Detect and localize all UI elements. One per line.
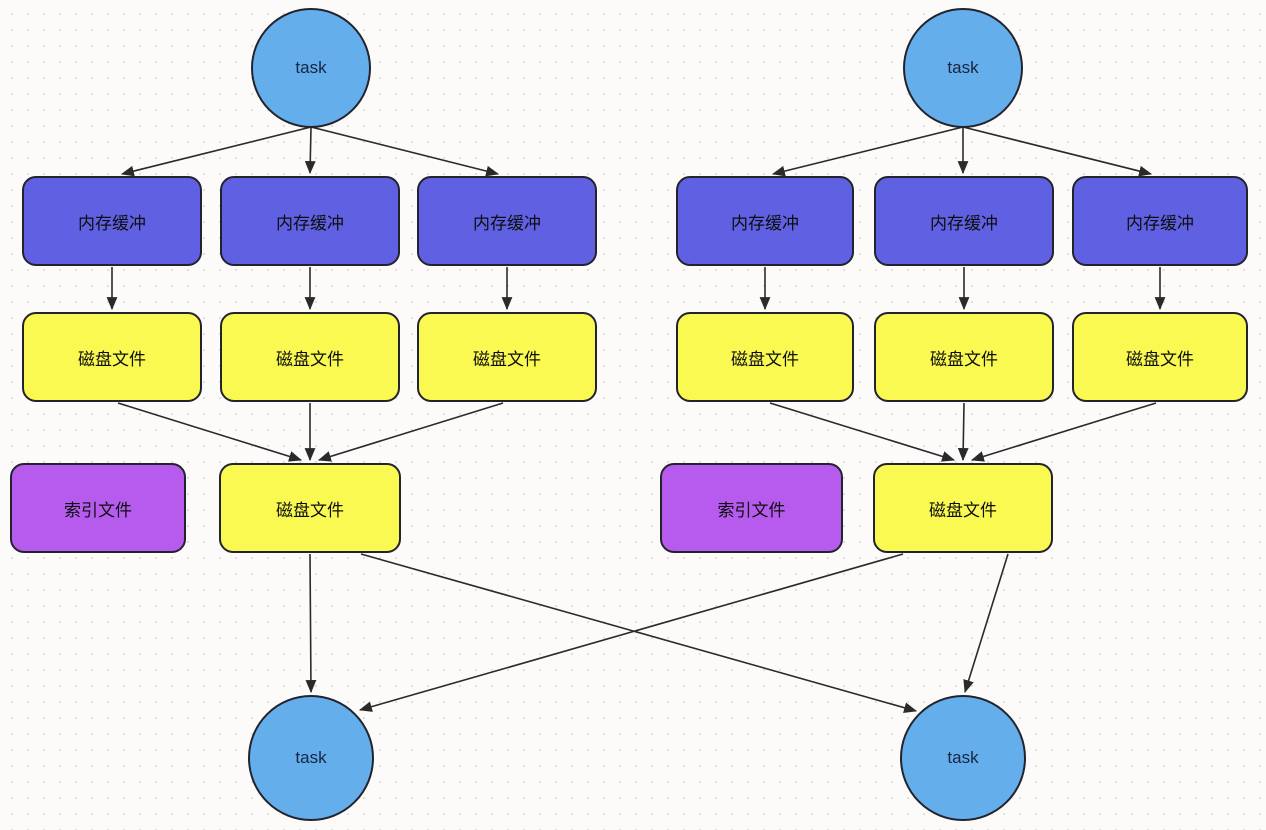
target-task-node-left: task	[248, 695, 374, 821]
edge-left-task-to-buffer-2	[304, 126, 316, 175]
node-label: 内存缓冲	[1126, 213, 1194, 233]
node-label: task	[295, 58, 327, 77]
node-label: 磁盘文件	[929, 500, 997, 520]
node-label: 内存缓冲	[78, 213, 146, 233]
edge-right-merged-to-right-task	[963, 553, 1009, 694]
node-label: 磁盘文件	[731, 349, 799, 369]
edge-left-task-to-buffer-3	[310, 126, 500, 177]
memory-buffer-node-left-2: 内存缓冲	[220, 176, 400, 266]
edge-left-disk-1-to-merged	[117, 402, 303, 462]
edge-left-merged-to-left-task	[305, 553, 317, 694]
disk-file-node-left-2: 磁盘文件	[220, 312, 400, 402]
node-label: 磁盘文件	[1126, 349, 1194, 369]
edge-left-task-to-buffer-1	[120, 126, 312, 177]
edge-right-task-to-buffer-3	[962, 126, 1153, 177]
source-task-node-left: task	[251, 8, 371, 128]
disk-file-node-left-3: 磁盘文件	[417, 312, 597, 402]
memory-buffer-node-right-3: 内存缓冲	[1072, 176, 1248, 266]
index-file-node-left: 索引文件	[10, 463, 186, 553]
edge-left-disk-3-to-merged	[317, 402, 504, 462]
node-label: 内存缓冲	[731, 213, 799, 233]
disk-file-node-right-2: 磁盘文件	[874, 312, 1054, 402]
edge-right-task-to-buffer-1	[771, 126, 964, 177]
disk-file-node-right-1: 磁盘文件	[676, 312, 854, 402]
node-label: task	[295, 748, 327, 767]
node-label: 磁盘文件	[78, 349, 146, 369]
node-label: 磁盘文件	[473, 349, 541, 369]
node-label: task	[947, 748, 979, 767]
source-task-node-right: task	[903, 8, 1023, 128]
edge-right-merged-to-left-task	[358, 553, 904, 712]
index-file-node-right: 索引文件	[660, 463, 843, 553]
node-label: 内存缓冲	[276, 213, 344, 233]
node-label: 索引文件	[717, 500, 786, 520]
node-label: 内存缓冲	[473, 213, 541, 233]
edge-right-disk-3-to-merged	[970, 402, 1157, 462]
merged-disk-file-node-left: 磁盘文件	[219, 463, 401, 553]
disk-file-node-left-1: 磁盘文件	[22, 312, 202, 402]
edge-right-disk-2-to-merged	[957, 402, 969, 462]
node-label: 磁盘文件	[276, 500, 344, 520]
merged-disk-file-node-right: 磁盘文件	[873, 463, 1053, 553]
memory-buffer-node-right-1: 内存缓冲	[676, 176, 854, 266]
target-task-node-right: task	[900, 695, 1026, 821]
edge-right-disk-1-to-merged	[769, 402, 956, 462]
node-label: 索引文件	[64, 500, 132, 520]
memory-buffer-node-left-3: 内存缓冲	[417, 176, 597, 266]
node-label: 磁盘文件	[276, 349, 344, 369]
edge-left-merged-to-right-task	[360, 553, 918, 713]
disk-file-node-right-3: 磁盘文件	[1072, 312, 1248, 402]
memory-buffer-node-left-1: 内存缓冲	[22, 176, 202, 266]
node-label: 内存缓冲	[930, 213, 998, 233]
memory-buffer-node-right-2: 内存缓冲	[874, 176, 1054, 266]
node-label: 磁盘文件	[930, 349, 998, 369]
node-label: task	[947, 58, 979, 77]
